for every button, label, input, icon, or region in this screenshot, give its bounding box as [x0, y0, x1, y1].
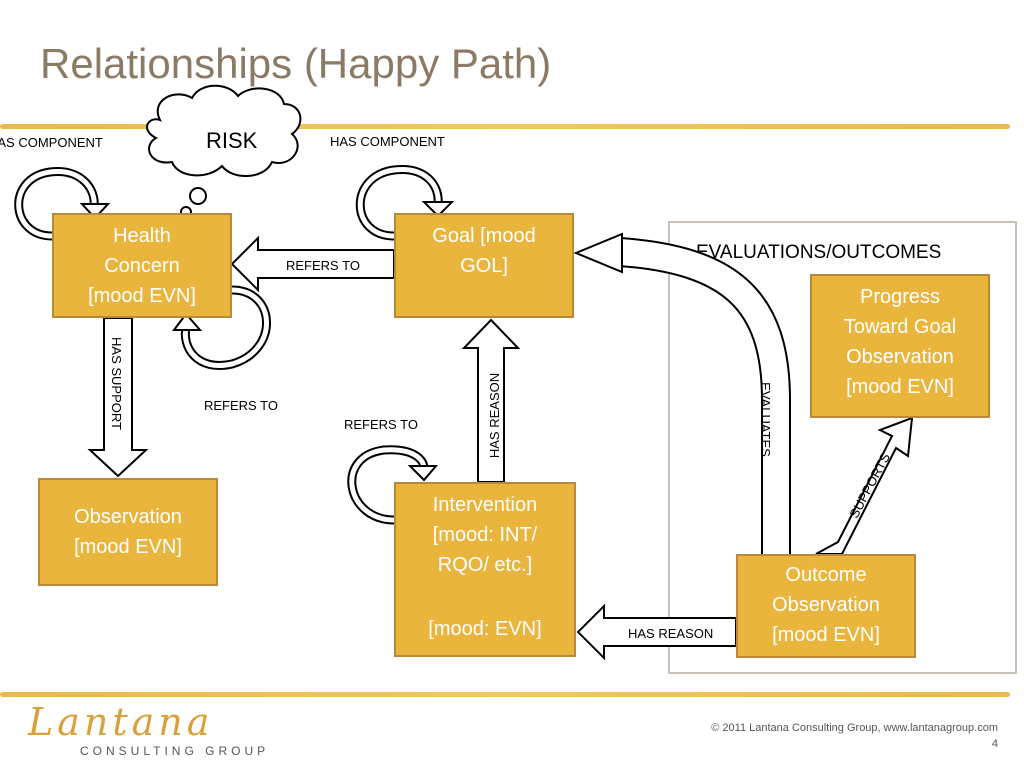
- health-concern-line-2: Concern: [104, 255, 180, 277]
- goal-refers-to-hc-arrow: [230, 235, 395, 293]
- label-has-reason-vertical: HAS REASON: [487, 372, 503, 459]
- footer: © 2011 Lantana Consulting Group, www.lan…: [711, 720, 998, 752]
- progress-box: Progress Toward Goal Observation [mood E…: [810, 274, 990, 418]
- outcome-line-2: Observation: [772, 594, 880, 616]
- evaluations-panel: [668, 221, 1017, 674]
- risk-label: RISK: [206, 128, 258, 153]
- label-refers-to-top: REFERS TO: [286, 258, 360, 273]
- goal-box: Goal [mood GOL]: [394, 213, 574, 318]
- label-has-support: HAS SUPPORT: [108, 337, 124, 430]
- health-concern-line-1: Health: [113, 225, 171, 247]
- slide-title: Relationships (Happy Path): [40, 40, 552, 87]
- health-concern-line-3: [mood EVN]: [88, 285, 196, 307]
- intervention-evn-line: [mood: EVN]: [428, 618, 542, 640]
- label-has-component-right: HAS COMPONENT: [330, 134, 445, 149]
- progress-line-1: Progress: [859, 286, 941, 308]
- has-support-arrow: [87, 317, 149, 478]
- label-evaluates: EVALUATES: [757, 382, 773, 457]
- outcome-line-1: Outcome: [785, 564, 867, 586]
- lantana-logo-subtext: CONSULTING GROUP: [80, 744, 270, 758]
- observation-line-1: Observation: [74, 506, 182, 528]
- observation-line-2: [mood EVN]: [74, 536, 182, 558]
- progress-line-4: [mood EVN]: [846, 376, 954, 398]
- intervention-line-1: Intervention: [432, 494, 538, 516]
- progress-line-3: Observation: [846, 346, 954, 368]
- has-reason-bottom-arrow: [576, 603, 737, 661]
- panel-label: EVALUATIONS/OUTCOMES: [696, 242, 942, 263]
- outcome-line-3: [mood EVN]: [772, 624, 880, 646]
- risk-cloud-shape: [146, 84, 302, 178]
- intervention-box: Intervention [mood: INT/ RQO/ etc.] [moo…: [394, 482, 576, 657]
- footer-copyright: © 2011 Lantana Consulting Group, www.lan…: [711, 722, 998, 734]
- supports-arrow: [815, 416, 914, 555]
- bottom-rule: [0, 692, 1010, 697]
- risk-cloud-bubble-1: [189, 187, 207, 205]
- label-refers-to-mid: REFERS TO: [204, 398, 278, 413]
- label-has-component-left: HAS COMPONENT: [0, 135, 103, 150]
- intervention-line-3: RQO/ etc.]: [437, 554, 533, 576]
- outcome-box: Outcome Observation [mood EVN]: [736, 554, 916, 658]
- health-concern-box: Health Concern [mood EVN]: [52, 213, 232, 318]
- observation-box: Observation [mood EVN]: [38, 478, 218, 586]
- page-number: 4: [991, 738, 998, 750]
- goal-line-1: Goal [mood: [432, 225, 536, 247]
- goal-line-2: GOL]: [460, 255, 508, 277]
- has-reason-vertical-arrow: [461, 318, 521, 483]
- progress-line-2: Toward Goal: [843, 316, 957, 338]
- label-has-reason-bottom: HAS REASON: [628, 626, 714, 641]
- label-refers-to-intervention: REFERS TO: [344, 417, 418, 432]
- intervention-line-2: [mood: INT/: [432, 524, 538, 546]
- lantana-logo: Lantana: [28, 700, 214, 744]
- top-rule: [0, 124, 1010, 129]
